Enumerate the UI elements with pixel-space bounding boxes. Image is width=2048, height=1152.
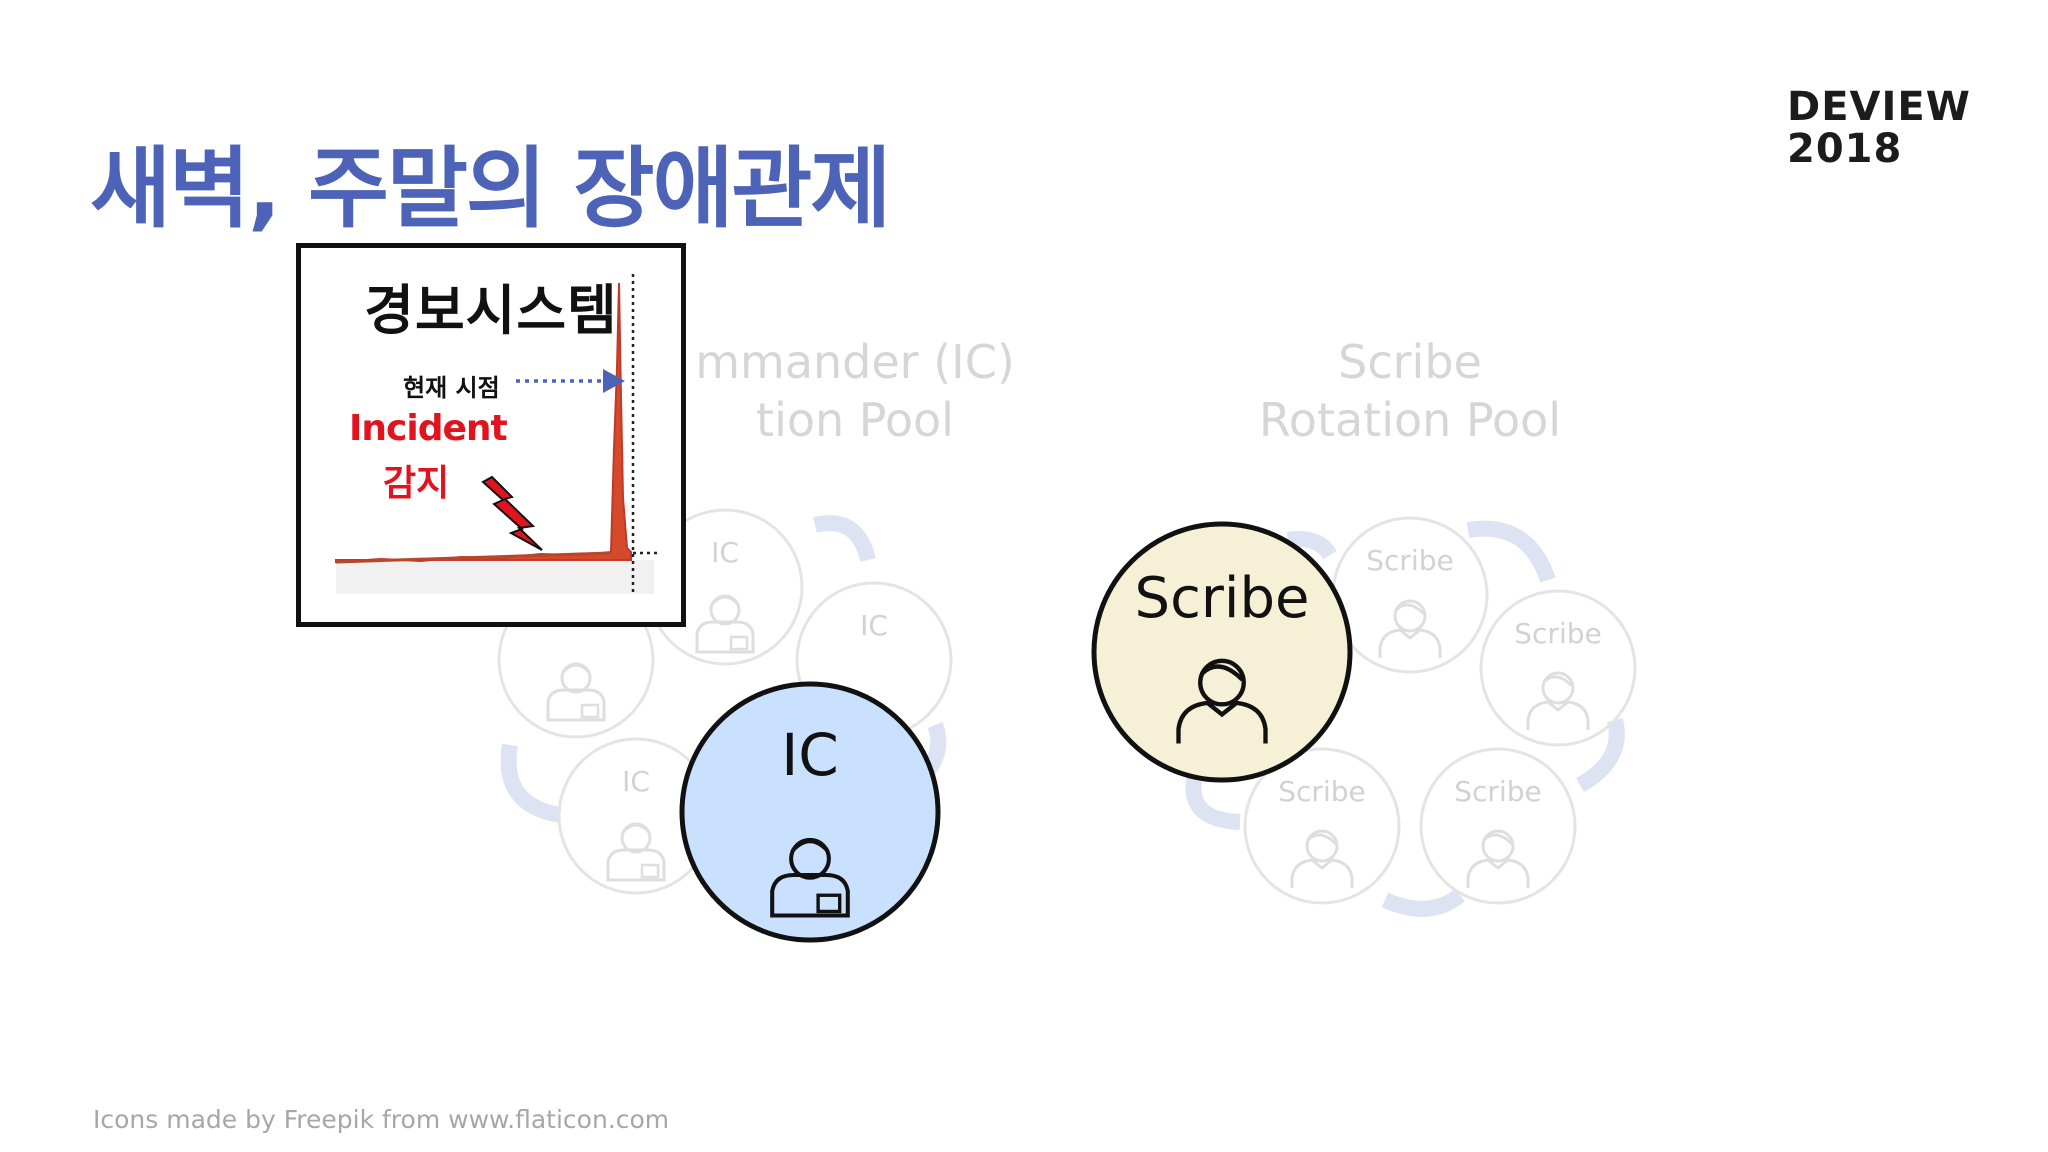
now-arrow-head: [603, 369, 625, 393]
scribe-pool-member-label: Scribe: [1454, 775, 1541, 808]
brand-line-1: DEVIEW: [1787, 84, 1971, 130]
ic-pool-member-label: IC: [711, 536, 739, 569]
scribe-pool-member: [1479, 589, 1637, 747]
active-scribe-circle: [1091, 521, 1353, 783]
scribe-pool-member: [1419, 747, 1577, 905]
scribe-person-icon: [1466, 829, 1530, 890]
detect-label: 감지: [383, 463, 450, 504]
ic-pool-member-label: IC: [860, 609, 888, 642]
ic-pool-title-line-1: mmander (IC): [695, 335, 1015, 389]
active-scribe-label: Scribe: [1135, 566, 1310, 631]
now-label: 현재 시점: [403, 374, 500, 402]
scribe-pool-member: [1243, 747, 1401, 905]
ic-person-icon: [546, 662, 606, 722]
graph-spike: [335, 282, 632, 564]
scribe-person-icon: [1526, 671, 1590, 732]
active-ic-circle: [679, 681, 941, 943]
scribe-pool-member-label: Scribe: [1514, 617, 1601, 650]
icon-credit: Icons made by Freepik from www.flaticon.…: [93, 1105, 670, 1134]
incident-label: Incident: [349, 408, 508, 449]
deview-logo: DEVIEW 2018: [1787, 86, 1971, 170]
active-ic-label: IC: [781, 721, 839, 789]
alert-graph: [335, 274, 657, 594]
scribe-pool-member-label: Scribe: [1278, 775, 1365, 808]
scribe-person-icon: [1378, 599, 1442, 660]
ic-pool-member-label: IC: [622, 765, 650, 798]
alert-system-title: 경보시스템: [364, 279, 618, 342]
graph-baseline-area: [336, 560, 654, 594]
scribe-person-icon: [1290, 829, 1354, 890]
ic-pool-title: mmander (IC) tion Pool: [570, 333, 1140, 449]
slide-title: 새벽, 주말의 장애관제: [90, 137, 891, 240]
ic-person-icon: [695, 594, 755, 654]
scribe-pool-title: Scribe Rotation Pool: [1220, 333, 1600, 449]
scribe-pool-member-label: Scribe: [1366, 544, 1453, 577]
scribe-pool-title-line-1: Scribe: [1338, 335, 1482, 389]
brand-line-2: 2018: [1787, 126, 1903, 172]
scribe-pool-member: [1331, 516, 1489, 674]
alert-system-panel: 경보시스템 현재 시점 Incident 감지: [296, 243, 686, 627]
lightning-icon: [481, 475, 543, 551]
ic-person-icon: [606, 822, 666, 882]
graph-line: [335, 551, 612, 564]
scribe-pool-title-line-2: Rotation Pool: [1258, 393, 1562, 447]
ic-pool-title-line-2: tion Pool: [756, 393, 954, 447]
